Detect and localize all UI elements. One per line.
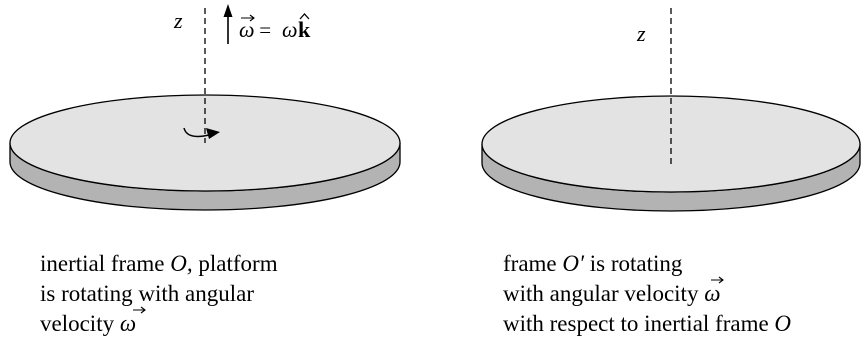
- left-panel: z ω = ω k inertial frame O, platform is …: [9, 4, 401, 336]
- omega-equation: ω = ω k: [239, 13, 311, 42]
- rotation-arrowhead: [206, 128, 220, 139]
- omega-accent-arrow: [241, 14, 255, 22]
- left-caption-line-3: velocity ω: [40, 311, 136, 336]
- right-caption-line-1: frame O′ is rotating: [503, 251, 683, 276]
- left-caption: inertial frame O, platform is rotating w…: [40, 251, 278, 336]
- right-caption-omega-accent: [711, 276, 724, 284]
- left-caption-line-1: inertial frame O, platform: [40, 251, 278, 276]
- right-caption-line-2: with angular velocity ω: [503, 281, 720, 306]
- omega-scalar: ω: [282, 17, 298, 42]
- k-hat-accent: [299, 13, 310, 20]
- right-z-label: z: [636, 21, 646, 46]
- omega-equals: =: [254, 18, 276, 42]
- omega-symbol: ω: [239, 17, 255, 42]
- k-hat: k: [298, 17, 311, 42]
- left-caption-omega-accent: [133, 306, 146, 314]
- right-caption-line-3: with respect to inertial frame O: [503, 311, 791, 336]
- left-caption-line-2: is rotating with angular: [40, 281, 254, 306]
- left-z-label: z: [173, 8, 183, 33]
- right-panel: z frame O′ is rotating with angular velo…: [481, 8, 861, 336]
- right-caption: frame O′ is rotating with angular veloci…: [503, 251, 791, 336]
- rotation-arrow: [183, 127, 210, 138]
- omega-vector-head: [223, 4, 233, 17]
